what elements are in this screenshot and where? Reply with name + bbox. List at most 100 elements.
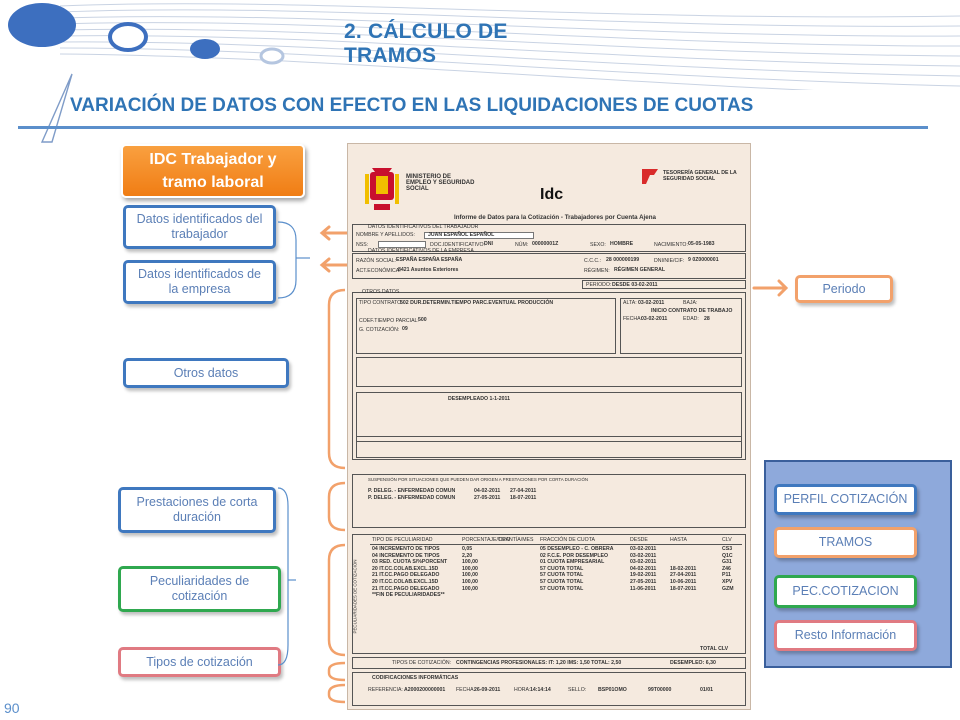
pec-cell: 100,00 — [462, 559, 478, 566]
unemployment-box — [356, 392, 742, 442]
pec-cell: G31 — [722, 559, 732, 566]
contribution-grid-box — [356, 357, 742, 387]
peculiarities-button[interactable]: Peculiaridades de cotización — [118, 566, 281, 612]
tgss-logo-icon — [642, 169, 658, 184]
page-title: VARIACIÓN DE DATOS CON EFECTO EN LAS LIQ… — [70, 95, 754, 116]
contract-value: 502 DUR.DETERMIN.TIEMPO PARC.EVENTUAL PR… — [400, 300, 554, 306]
pec-cell: 03 RED. CUOTA S/%PORCENT — [372, 559, 448, 566]
pec-cell: 100,00 — [462, 585, 478, 592]
period-arrow — [752, 279, 789, 297]
benefit-2: P. DELEG. - ENFERMEDAD COMUN — [368, 495, 456, 501]
activity-value: 8421 Asuntos Exteriores — [398, 267, 459, 273]
pec-cell: 0,05 — [462, 546, 473, 552]
pec-cell: 21 IT.CC.PAGO DELEGADO — [372, 572, 440, 579]
pec-cell: 2,20 — [462, 552, 473, 559]
other-data-button[interactable]: Otros datos — [123, 358, 289, 388]
group-label: G. COTIZACIÓN: — [359, 327, 400, 333]
sex-value: HOMBRE — [610, 241, 634, 247]
pec-col-to: HASTA — [670, 537, 687, 543]
pec-cell: 04-02-2011 — [630, 565, 657, 572]
doc-num-label: NÚM: — [515, 242, 529, 248]
peculiarities-label: Peculiaridades de cotización — [149, 574, 250, 603]
benefits-button[interactable]: Prestaciones de corta duración — [118, 487, 276, 533]
company-data-label: Datos identificados de la empresa — [138, 267, 261, 296]
nif-value: 9 0Z0000001 — [688, 257, 719, 263]
pec-cell: XPV — [722, 578, 733, 585]
pec-cell: 100,00 — [462, 565, 478, 572]
pec-cell: Q1C — [722, 552, 733, 559]
pec-vertical-label: PECULIARIDADES DE COTIZACIÓN — [352, 559, 358, 634]
pec-cell: CS3 — [722, 546, 733, 552]
contract-label: TIPO CONTRATO: — [359, 300, 403, 306]
regime-value: RÉGIMEN GENERAL — [614, 267, 666, 273]
code2-value: 99T00000 — [648, 687, 672, 693]
pec-cell: 57 CUOTA TOTAL — [540, 578, 584, 585]
company-data-button[interactable]: Datos identificados de la empresa — [123, 260, 276, 304]
pec-col-percent: PORCENTAJE/TIPO — [462, 537, 511, 543]
treasury-name: TESORERÍA GENERAL DE LA SEGURIDAD SOCIAL — [663, 170, 737, 182]
birth-value: 05-05-1983 — [688, 241, 715, 247]
benefit-1-to: 27-04-2011 — [510, 488, 537, 494]
doc-brackets — [319, 225, 349, 704]
pec-cell: 04 INCREMENTO DE TIPOS — [372, 552, 440, 559]
pec-cell: 57 CUOTA TOTAL — [540, 572, 584, 579]
pec-cell: **FIN DE PECULIARIDADES** — [372, 592, 445, 599]
pec-cell: P11 — [722, 572, 731, 579]
info-section-box — [352, 672, 746, 706]
page-number: 90 — [4, 700, 20, 716]
date-label: FECHA: — [456, 687, 476, 693]
section-title: 2. CÁLCULO DE TRAMOS — [344, 20, 508, 67]
pec-cell: GZM — [722, 585, 734, 592]
pec-header: TIPO DE PECULIARIDAD PORCENTAJE/TIPO CUA… — [370, 536, 742, 545]
pec-row: **FIN DE PECULIARIDADES** — [370, 591, 742, 598]
pec-rows: 04 INCREMENTO DE TIPOS 0,05 05 DESEMPLEO -… — [370, 545, 742, 598]
pec-cell: 05 DESEMPLEO - C. OBRERA — [540, 546, 614, 552]
idc-worker-tramo-button[interactable]: IDC Trabajador y tramo laboral — [121, 144, 305, 198]
company-section-title: DATOS IDENTIFICATIVOS DE LA EMPRESA — [368, 248, 474, 254]
profile-label: PERFIL COTIZACIÓN — [783, 492, 908, 506]
info-section-title: CODIFICACIONES INFORMÁTICAS — [372, 675, 459, 681]
ref-label: REFERENCIA: — [368, 687, 403, 693]
types-section-box — [352, 657, 746, 669]
idc-worker-tramo-label: IDC Trabajador y tramo laboral — [149, 150, 277, 191]
activity-label: ACT.ECONÓMICA: — [356, 268, 401, 274]
pec-cell: 04 INCREMENTO DE TIPOS — [372, 546, 440, 552]
rest-info-button[interactable]: Resto Información — [774, 620, 917, 651]
benefit-loss-box — [356, 436, 742, 458]
worker-data-button[interactable]: Datos identificados del trabajador — [123, 205, 276, 249]
sello-label: SELLO: — [568, 687, 587, 693]
period-box — [582, 280, 746, 289]
pec-col-clv: CLV — [722, 537, 732, 543]
contribution-types-button[interactable]: Tipos de cotización — [118, 647, 281, 677]
contract-box — [356, 298, 616, 354]
worker-data-label: Datos identificados del trabajador — [136, 212, 263, 241]
pec-cell: 100,00 — [462, 572, 478, 579]
types-label: TIPOS DE COTIZACIÓN: — [392, 660, 452, 666]
edad-value: 28 — [704, 316, 710, 322]
ccc-label: C.C.C.: — [584, 258, 602, 264]
tramos-label: TRAMOS — [818, 535, 873, 549]
unemployed-value: DESEMPLEADO 1-1-2011 — [448, 396, 510, 402]
worker-section-title: DATOS IDENTIFICATIVOS DEL TRABAJADOR — [368, 224, 479, 230]
pec-cotizacion-button[interactable]: PEC.COTIZACION — [774, 575, 917, 608]
benefit-2-to: 18-07-2011 — [510, 495, 537, 501]
tramos-button[interactable]: TRAMOS — [774, 527, 917, 558]
period-label: Periodo — [822, 281, 866, 296]
pec-col-fraction: FRACCIÓN DE CUOTA — [540, 537, 595, 543]
spain-coat-of-arms-icon — [365, 168, 399, 210]
ministry-name: MINISTERIO DE EMPLEO Y SEGURIDAD SOCIAL — [406, 174, 475, 192]
pec-cell: 02 F.C.E. POR DESEMPLEO — [540, 552, 609, 559]
name-field — [424, 232, 534, 239]
benefits-section-title: SUSPENSIÓN POR SITUACIONES QUE PUEDEN DA… — [368, 477, 589, 482]
pec-cell: 27-04-2011 — [670, 572, 697, 579]
profile-button[interactable]: PERFIL COTIZACIÓN — [774, 484, 917, 515]
benefit-1: P. DELEG. - ENFERMEDAD COMUN — [368, 488, 456, 494]
pec-row: 04 INCREMENTO DE TIPOS 0,05 05 DESEMPLEO -… — [370, 545, 742, 552]
decorative-slash — [40, 73, 73, 143]
left-connectors — [277, 221, 310, 666]
sello-value: BSP01OMO — [598, 687, 627, 693]
period-button[interactable]: Periodo — [795, 275, 893, 303]
time-value: 14:14:14 — [530, 687, 551, 693]
